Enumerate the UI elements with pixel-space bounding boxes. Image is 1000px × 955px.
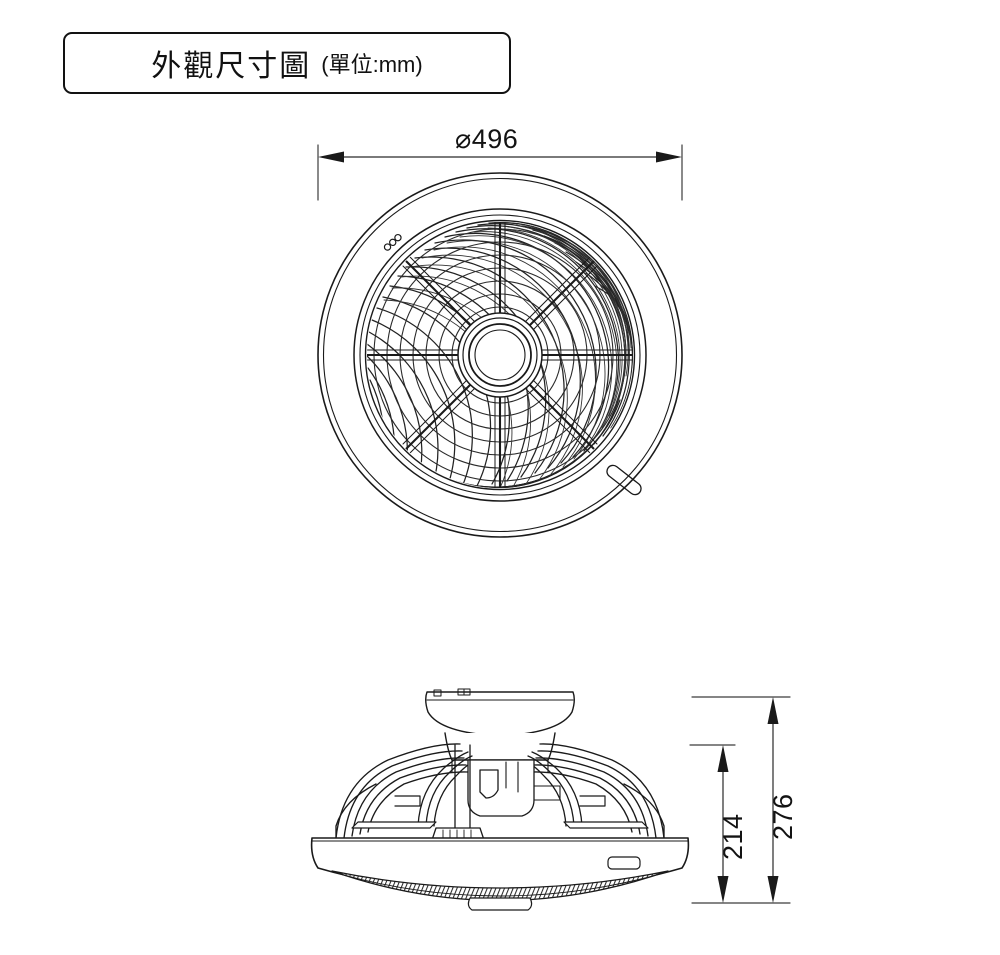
arrow-top-276 <box>767 697 779 724</box>
arrow-left-diameter <box>318 151 344 163</box>
inner-rim-circle-inner <box>359 214 641 496</box>
body-base <box>310 837 690 894</box>
dimension-label-height-total: 276 <box>768 793 798 840</box>
arched-blades-right2 <box>523 751 583 827</box>
bottom-mesh-grille <box>331 870 669 911</box>
arrow-right-diameter <box>656 151 682 163</box>
radial-spokes <box>367 222 633 488</box>
motor-housing <box>467 759 561 817</box>
arrow-top-214 <box>717 745 729 772</box>
outer-rim-circle <box>317 172 683 538</box>
dimension-label-height-body: 214 <box>718 813 748 860</box>
arrow-bottom-214 <box>717 876 729 903</box>
arched-blades-left <box>335 743 469 839</box>
title-block: 外觀尺寸圖 (單位:mm) <box>63 32 511 94</box>
ceiling-canopy <box>425 688 575 737</box>
inner-rim-circle <box>353 208 647 502</box>
grille-center-cap <box>467 897 533 911</box>
ir-receiver-slot <box>606 464 642 496</box>
indicator-window <box>607 856 641 870</box>
arched-blades-left2 <box>417 751 477 827</box>
arched-blades-right <box>531 743 665 839</box>
side-view-geometry <box>310 688 690 911</box>
top-view-geometry <box>317 172 683 538</box>
dimension-label-diameter: ⌀496 <box>455 124 519 154</box>
blade-seat-details <box>351 795 649 829</box>
downrod <box>444 732 556 773</box>
spiral-grille-mesh <box>367 222 633 488</box>
center-post <box>431 744 485 841</box>
grille-ring-outer <box>364 219 636 491</box>
arrow-bottom-276 <box>767 876 779 903</box>
title-main-text: 外觀尺寸圖 <box>151 50 312 83</box>
title-unit-text: (單位:mm) <box>321 52 423 77</box>
outer-rim-circle-inner <box>322 177 678 533</box>
logo-dots-icon <box>383 233 402 251</box>
center-hub <box>457 312 543 398</box>
